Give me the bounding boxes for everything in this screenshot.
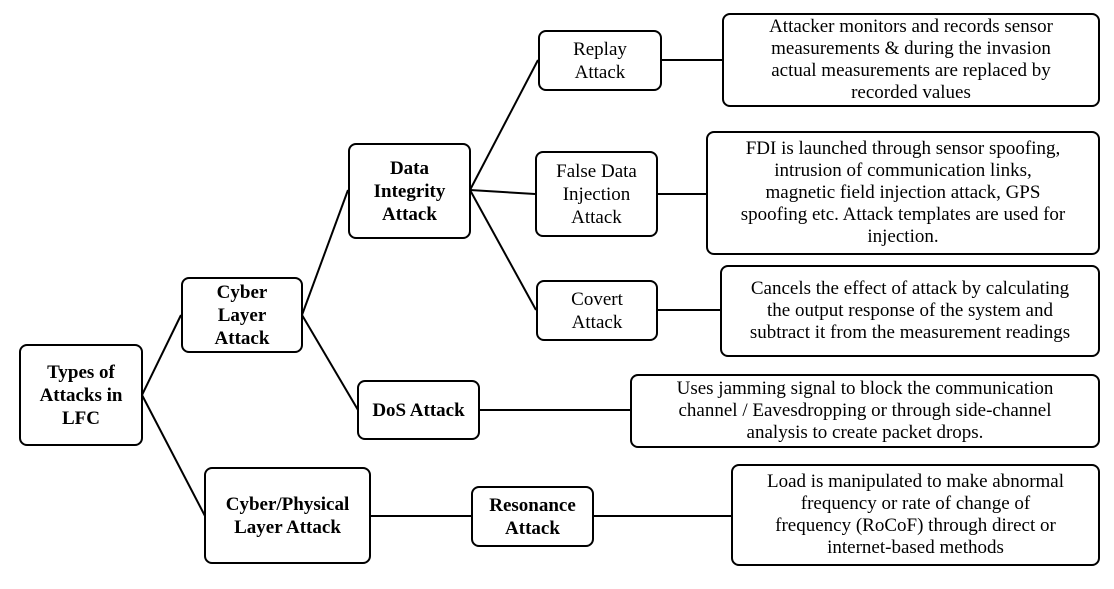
cyber-physical-layer-attack-node: Cyber/Physical Layer Attack [204, 467, 371, 564]
data-integrity-attack-node: Data Integrity Attack [348, 143, 471, 239]
connector-dataintegrity-covert [469, 189, 537, 311]
connector-root-cyberphysical [141, 394, 206, 517]
replay-description: Attacker monitors and records sensor mea… [722, 13, 1100, 107]
dos-attack-node: DoS Attack [357, 380, 480, 440]
covert-attack-node: Covert Attack [536, 280, 658, 341]
connector-cyber-dataintegrity [301, 189, 349, 316]
root-node: Types of Attacks in LFC [19, 344, 143, 446]
cyber-layer-attack-node: Cyber Layer Attack [181, 277, 303, 353]
false-data-injection-attack-node: False Data Injection Attack [535, 151, 658, 237]
covert-description: Cancels the effect of attack by calculat… [720, 265, 1100, 357]
false-data-injection-description: FDI is launched through sensor spoofing,… [706, 131, 1100, 255]
connector-dataintegrity-fdi [469, 189, 536, 195]
connector-cyber-dos [301, 314, 359, 411]
connector-dataintegrity-replay [469, 59, 539, 191]
replay-attack-node: Replay Attack [538, 30, 662, 91]
resonance-attack-node: Resonance Attack [471, 486, 594, 547]
connector-root-cyber [141, 314, 182, 396]
resonance-description: Load is manipulated to make abnormal fre… [731, 464, 1100, 566]
dos-description: Uses jamming signal to block the communi… [630, 374, 1100, 448]
